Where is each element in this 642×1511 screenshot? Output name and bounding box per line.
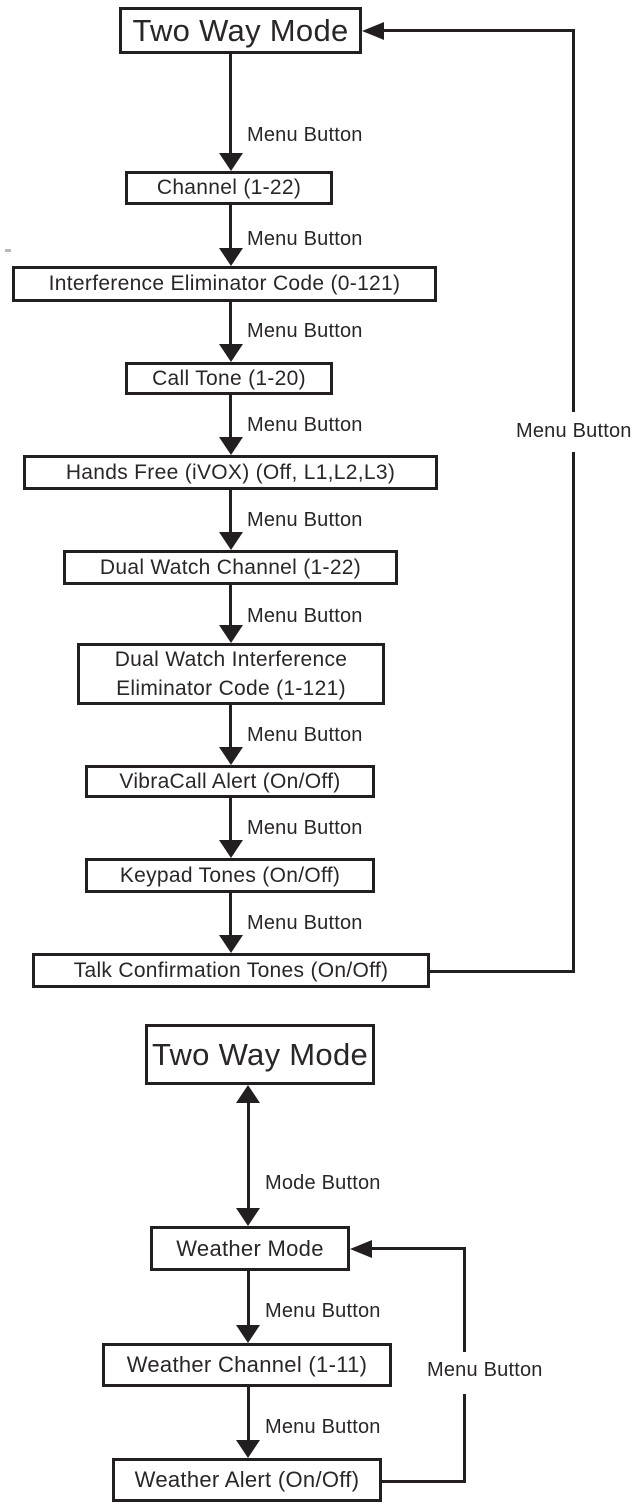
connector-line [229,585,232,625]
connector-line [229,302,232,344]
loop-line-bottom [382,1480,466,1483]
node-keypad-tones: Keypad Tones (On/Off) [85,858,375,893]
arrowhead-down [219,437,243,455]
arrowhead-down [219,344,243,362]
connector-line [229,54,232,153]
connector-line [229,705,232,747]
node-dual-watch-interference-eliminator-code: Dual Watch Interference Eliminator Code … [77,643,385,705]
edge-label-menu-button: Menu Button [247,320,363,343]
loop-line-right-lower [463,1394,466,1483]
node-weather-channel: Weather Channel (1-11) [102,1343,392,1387]
loop-line-right-upper [463,1247,466,1352]
loop-line-right-lower [572,452,575,973]
connector-line [229,798,232,840]
edge-label-menu-button: Menu Button [247,817,363,840]
node-call-tone: Call Tone (1-20) [125,362,333,395]
arrowhead-down [219,625,243,643]
loop-line-right-upper [572,29,575,412]
edge-label-menu-button-return: Menu Button [427,1359,543,1382]
arrowhead-left [350,1240,372,1258]
edge-label-menu-button: Menu Button [265,1300,381,1323]
node-interference-eliminator-code: Interference Eliminator Code (0-121) [12,266,437,302]
arrowhead-down [219,840,243,858]
connector-line [229,490,232,532]
arrowhead-down [219,747,243,765]
edge-label-mode-button: Mode Button [265,1172,381,1195]
node-label-line2: Eliminator Code (1-121) [116,677,346,700]
arrowhead-down [219,935,243,953]
node-dual-watch-channel: Dual Watch Channel (1-22) [63,550,398,585]
edge-label-menu-button: Menu Button [247,228,363,251]
loop-line-bottom [430,970,575,973]
connector-line [247,1387,250,1440]
arrowhead-down [236,1325,260,1343]
connector-line [229,395,232,437]
node-channel: Channel (1-22) [125,171,333,205]
connector-line [247,1103,250,1208]
edge-label-menu-button: Menu Button [247,124,363,147]
node-talk-confirmation-tones: Talk Confirmation Tones (On/Off) [32,953,430,988]
connector-line [229,893,232,935]
scan-artifact [5,249,11,252]
edge-label-menu-button-return: Menu Button [516,420,632,443]
connector-line [229,205,232,248]
node-weather-mode: Weather Mode [150,1226,350,1271]
loop-line-top [384,29,575,32]
node-hands-free-ivox: Hands Free (iVOX) (Off, L1,L2,L3) [23,455,438,490]
node-label-line1: Dual Watch Interference [114,648,348,671]
node-weather-alert: Weather Alert (On/Off) [112,1458,382,1502]
arrowhead-down [219,532,243,550]
edge-label-menu-button: Menu Button [247,414,363,437]
arrowhead-left [362,22,384,40]
edge-label-menu-button: Menu Button [247,509,363,532]
edge-label-menu-button: Menu Button [247,724,363,747]
connector-line [247,1271,250,1325]
edge-label-menu-button: Menu Button [247,605,363,628]
arrowhead-down [236,1208,260,1226]
node-vibracall-alert: VibraCall Alert (On/Off) [85,765,375,798]
arrowhead-up [236,1085,260,1103]
node-two-way-mode-2: Two Way Mode [145,1024,375,1085]
loop-line-top [372,1247,466,1250]
arrowhead-down [219,153,243,171]
node-two-way-mode: Two Way Mode [119,7,362,54]
arrowhead-down [236,1440,260,1458]
arrowhead-down [219,248,243,266]
edge-label-menu-button: Menu Button [265,1416,381,1439]
edge-label-menu-button: Menu Button [247,912,363,935]
